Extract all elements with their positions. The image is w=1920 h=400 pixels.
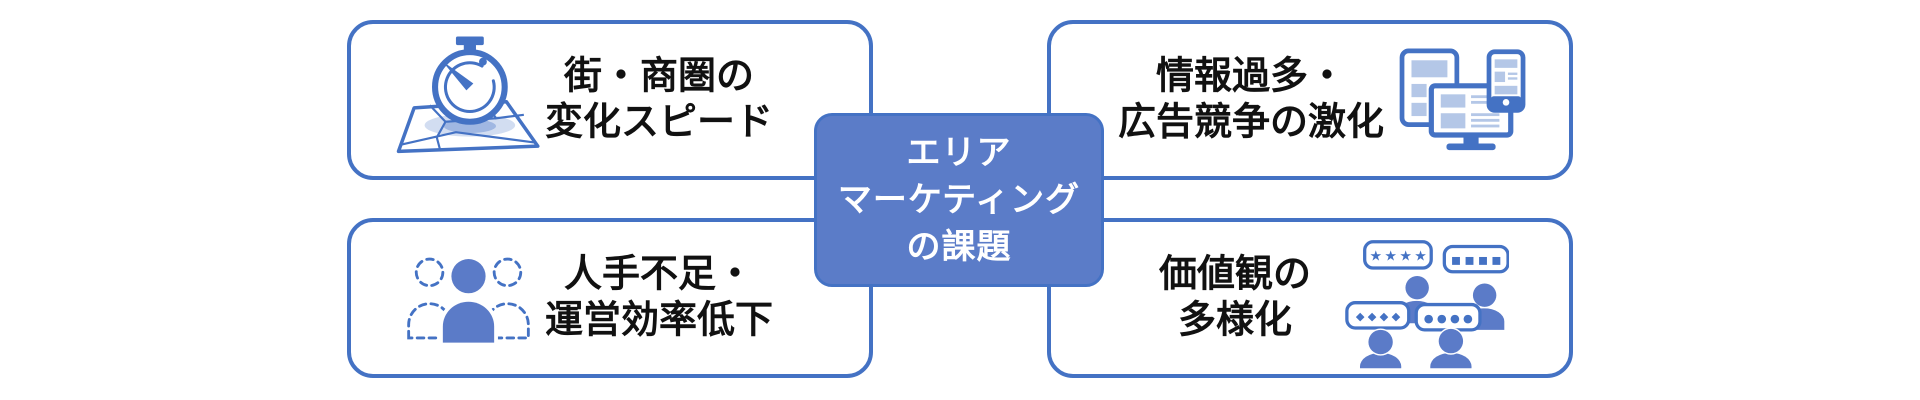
label-line: 運営効率低下 <box>544 300 774 342</box>
challenge-label-labor-shortage: 人手不足・ 運営効率低下 <box>545 252 773 345</box>
bubble-squares: ■■■■ <box>1451 254 1505 266</box>
bubble-dots: ●●●● <box>1424 312 1476 325</box>
challenge-box-value-diversification: ★★★★ ■■■■ ◆◆◆◆ ●●●● 価値観の 多様化 <box>1047 218 1573 378</box>
label-line: 人手不足・ <box>563 253 755 296</box>
challenge-box-info-overload: 情報過多・ 広告競争の激化 <box>1047 20 1573 180</box>
bubble-diamonds: ◆◆◆◆ <box>1356 310 1404 323</box>
center-title-line: エリア <box>906 133 1012 172</box>
devices-icon <box>1399 48 1526 151</box>
label-line: 価値観の <box>1158 253 1312 296</box>
challenge-box-labor-shortage: 人手不足・ 運営効率低下 <box>347 218 873 378</box>
people-bubbles-icon: ★★★★ ■■■■ ◆◆◆◆ ●●●● <box>1345 240 1509 369</box>
label-line: 変化スピード <box>544 102 774 144</box>
label-line: 広告競争の激化 <box>1117 102 1385 144</box>
center-title-box: エリア マーケティング の課題 <box>814 113 1104 287</box>
stopwatch-map-icon <box>396 36 540 154</box>
challenge-label-info-overload: 情報過多・ 広告競争の激化 <box>1118 54 1384 147</box>
bubble-stars: ★★★★ <box>1369 249 1429 265</box>
center-title-line: の課題 <box>906 227 1012 266</box>
center-title-line: マーケティング <box>837 180 1081 219</box>
label-line: 街・商圏の <box>563 55 755 98</box>
label-line: 情報過多・ <box>1155 55 1347 98</box>
people-shortage-icon <box>407 255 530 346</box>
challenge-label-value-diversification: 価値観の 多様化 <box>1159 252 1311 345</box>
label-line: 多様化 <box>1177 300 1293 342</box>
challenge-box-change-speed: 街・商圏の 変化スピード <box>347 20 873 180</box>
challenge-label-change-speed: 街・商圏の 変化スピード <box>545 54 773 147</box>
